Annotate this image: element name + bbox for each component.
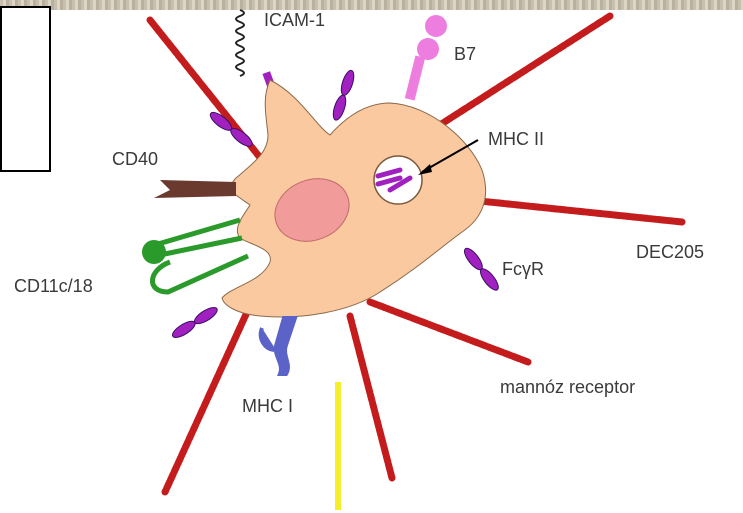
blank-box: [0, 6, 51, 172]
purple-receptor-left: [208, 109, 255, 149]
label-cd40: CD40: [112, 149, 158, 169]
label-b7: B7: [454, 44, 476, 64]
label-mannose: mannóz receptor: [500, 377, 635, 397]
cell-body: [222, 80, 486, 317]
label-dec205: DEC205: [636, 242, 704, 262]
receptor-top-right: [432, 16, 610, 130]
purple-receptor-top: [331, 69, 357, 122]
b7-receptor: [405, 15, 447, 101]
receptor-dec205: [470, 200, 682, 222]
cd40-receptor: [154, 180, 236, 198]
label-mhc1: MHC I: [242, 396, 293, 416]
purple-receptor-bottom-left: [170, 304, 219, 340]
receptor-mannose: [370, 302, 528, 362]
mhc1-receptor: [261, 318, 295, 374]
label-icam1: ICAM-1: [264, 10, 325, 30]
mhc2-endosome: [374, 156, 422, 204]
label-cd11c18: CD11c/18: [14, 276, 93, 296]
cd11c18-receptor: [152, 220, 248, 292]
label-fcgr: FcγR: [502, 259, 544, 279]
purple-receptor-fcgr: [461, 246, 501, 293]
cd11c-head: [142, 240, 166, 264]
label-mhc2: MHC II: [488, 129, 544, 149]
receptor-bottom-center: [350, 316, 392, 478]
